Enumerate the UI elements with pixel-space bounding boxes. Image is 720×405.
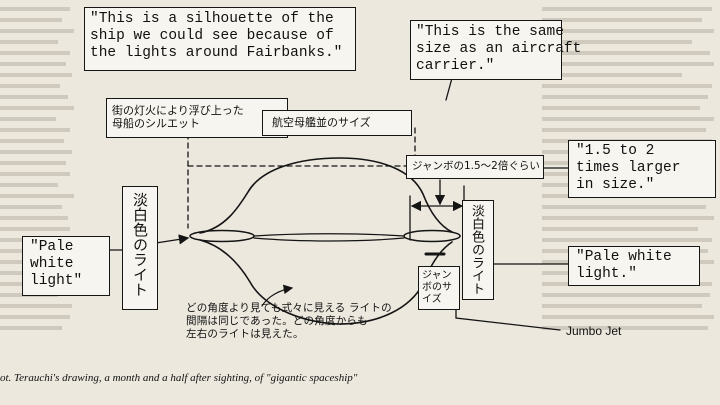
jumbo-size-jp-box	[418, 266, 460, 310]
larger-jp-box	[406, 155, 544, 179]
pale-right-jp-text: 淡白色のライト	[469, 204, 484, 295]
carrier-note-text: "This is the same size as an aircraft ca…	[416, 24, 582, 74]
carrier-note-box	[410, 20, 562, 80]
silhouette-note-box	[84, 7, 356, 71]
silhouette-note-text: "This is a silhouette of the ship we cou…	[90, 11, 343, 61]
carrier-jp-text: 航空母艦並のサイズ	[272, 116, 371, 129]
pale-left-jp-text: 淡白色のライト	[131, 192, 149, 297]
silhouette-jp-text: 街の灯火により浮び上った 母船のシルエット	[112, 104, 244, 130]
figure-caption: ot. Terauchi's drawing, a month and a ha…	[0, 372, 358, 384]
pale-left-note-box	[22, 236, 110, 296]
pale-right-note-box	[568, 246, 700, 286]
larger-jp-text: ジャンボの1.5〜2倍ぐらい	[412, 160, 540, 172]
jumbo-jet-label: Jumbo Jet	[566, 324, 622, 338]
angle-note-jp: どの角度より見ても式々に見える ライトの 間隔は同じであった。どの角度からも 左…	[186, 302, 392, 340]
pale-right-jp-box	[462, 200, 494, 300]
pale-right-note-text: "Pale white light."	[576, 249, 672, 282]
jumbo-size-jp-text: ジャンボのサイズ	[422, 270, 452, 305]
right-light	[403, 229, 461, 243]
larger-note-box	[568, 140, 716, 198]
larger-note-text: "1.5 to 2 times larger in size."	[576, 143, 681, 193]
pale-left-note-text: "Pale white light"	[30, 239, 83, 289]
carrier-jp-box	[262, 110, 412, 136]
left-light	[189, 229, 255, 243]
silhouette-jp-box	[106, 98, 288, 138]
pale-left-jp-box	[122, 186, 158, 310]
